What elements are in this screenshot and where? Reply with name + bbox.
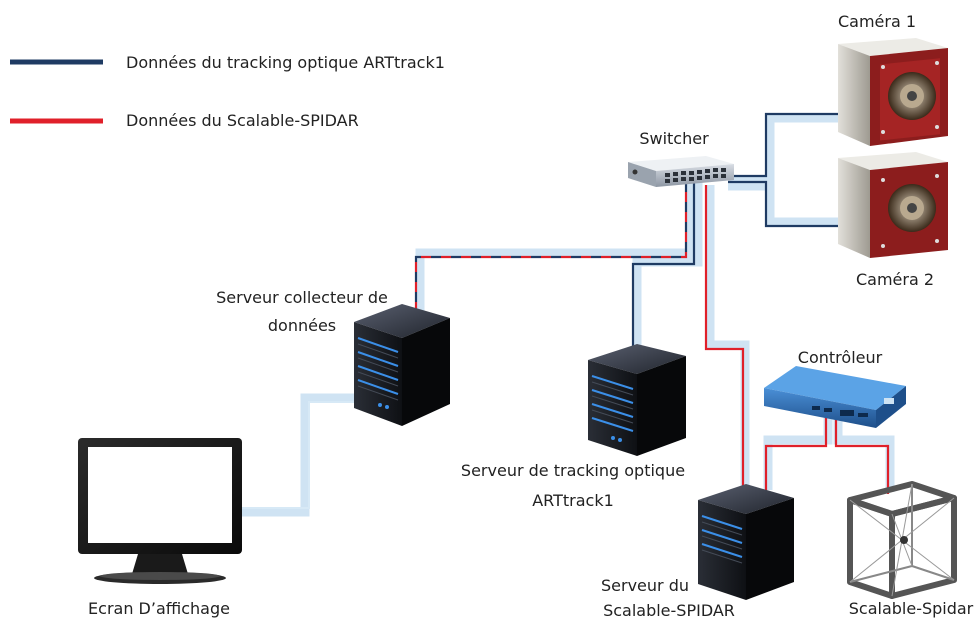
collector-cable (414, 182, 688, 318)
tracking-server-label-line2: ARTtrack1 (532, 491, 614, 510)
controller-label: Contrôleur (797, 348, 883, 367)
camera-2-label: Caméra 2 (855, 270, 935, 289)
camera-1-label: Caméra 1 (837, 12, 917, 31)
display-monitor-icon (78, 438, 242, 584)
legend-optical-label: Données du tracking optique ARTtrack1 (126, 53, 445, 72)
tracking-server-icon (588, 344, 686, 456)
spidar-server-icon (698, 484, 794, 600)
collector-server-label-line2: données (267, 316, 337, 335)
tracking-server-label-line1: Serveur de tracking optique (460, 461, 686, 480)
spidar-server-label-line1: Serveur du (601, 576, 689, 595)
collector-server-label-line1: Serveur collecteur de (216, 288, 388, 307)
display-cable (240, 401, 358, 509)
controller-icon (764, 366, 906, 428)
controller-cables (764, 418, 890, 494)
switcher-icon (628, 156, 734, 187)
spidar-server-label-line2: Scalable-SPIDAR (603, 601, 735, 620)
switcher-label: Switcher (639, 129, 709, 148)
scalable-spidar-icon (847, 481, 957, 599)
collector-server-icon (354, 304, 450, 426)
camera-2-icon (838, 152, 948, 258)
legend-spidar-label: Données du Scalable-SPIDAR (126, 111, 359, 130)
camera-1-icon (838, 38, 948, 146)
scalable-spidar-label: Scalable-Spidar (848, 599, 974, 618)
camera-cables (728, 112, 840, 228)
tracking-cable (631, 182, 696, 348)
spidar-server-cable (704, 185, 745, 496)
cable-halos (240, 113, 895, 517)
display-label: Ecran D’affichage (88, 599, 230, 618)
